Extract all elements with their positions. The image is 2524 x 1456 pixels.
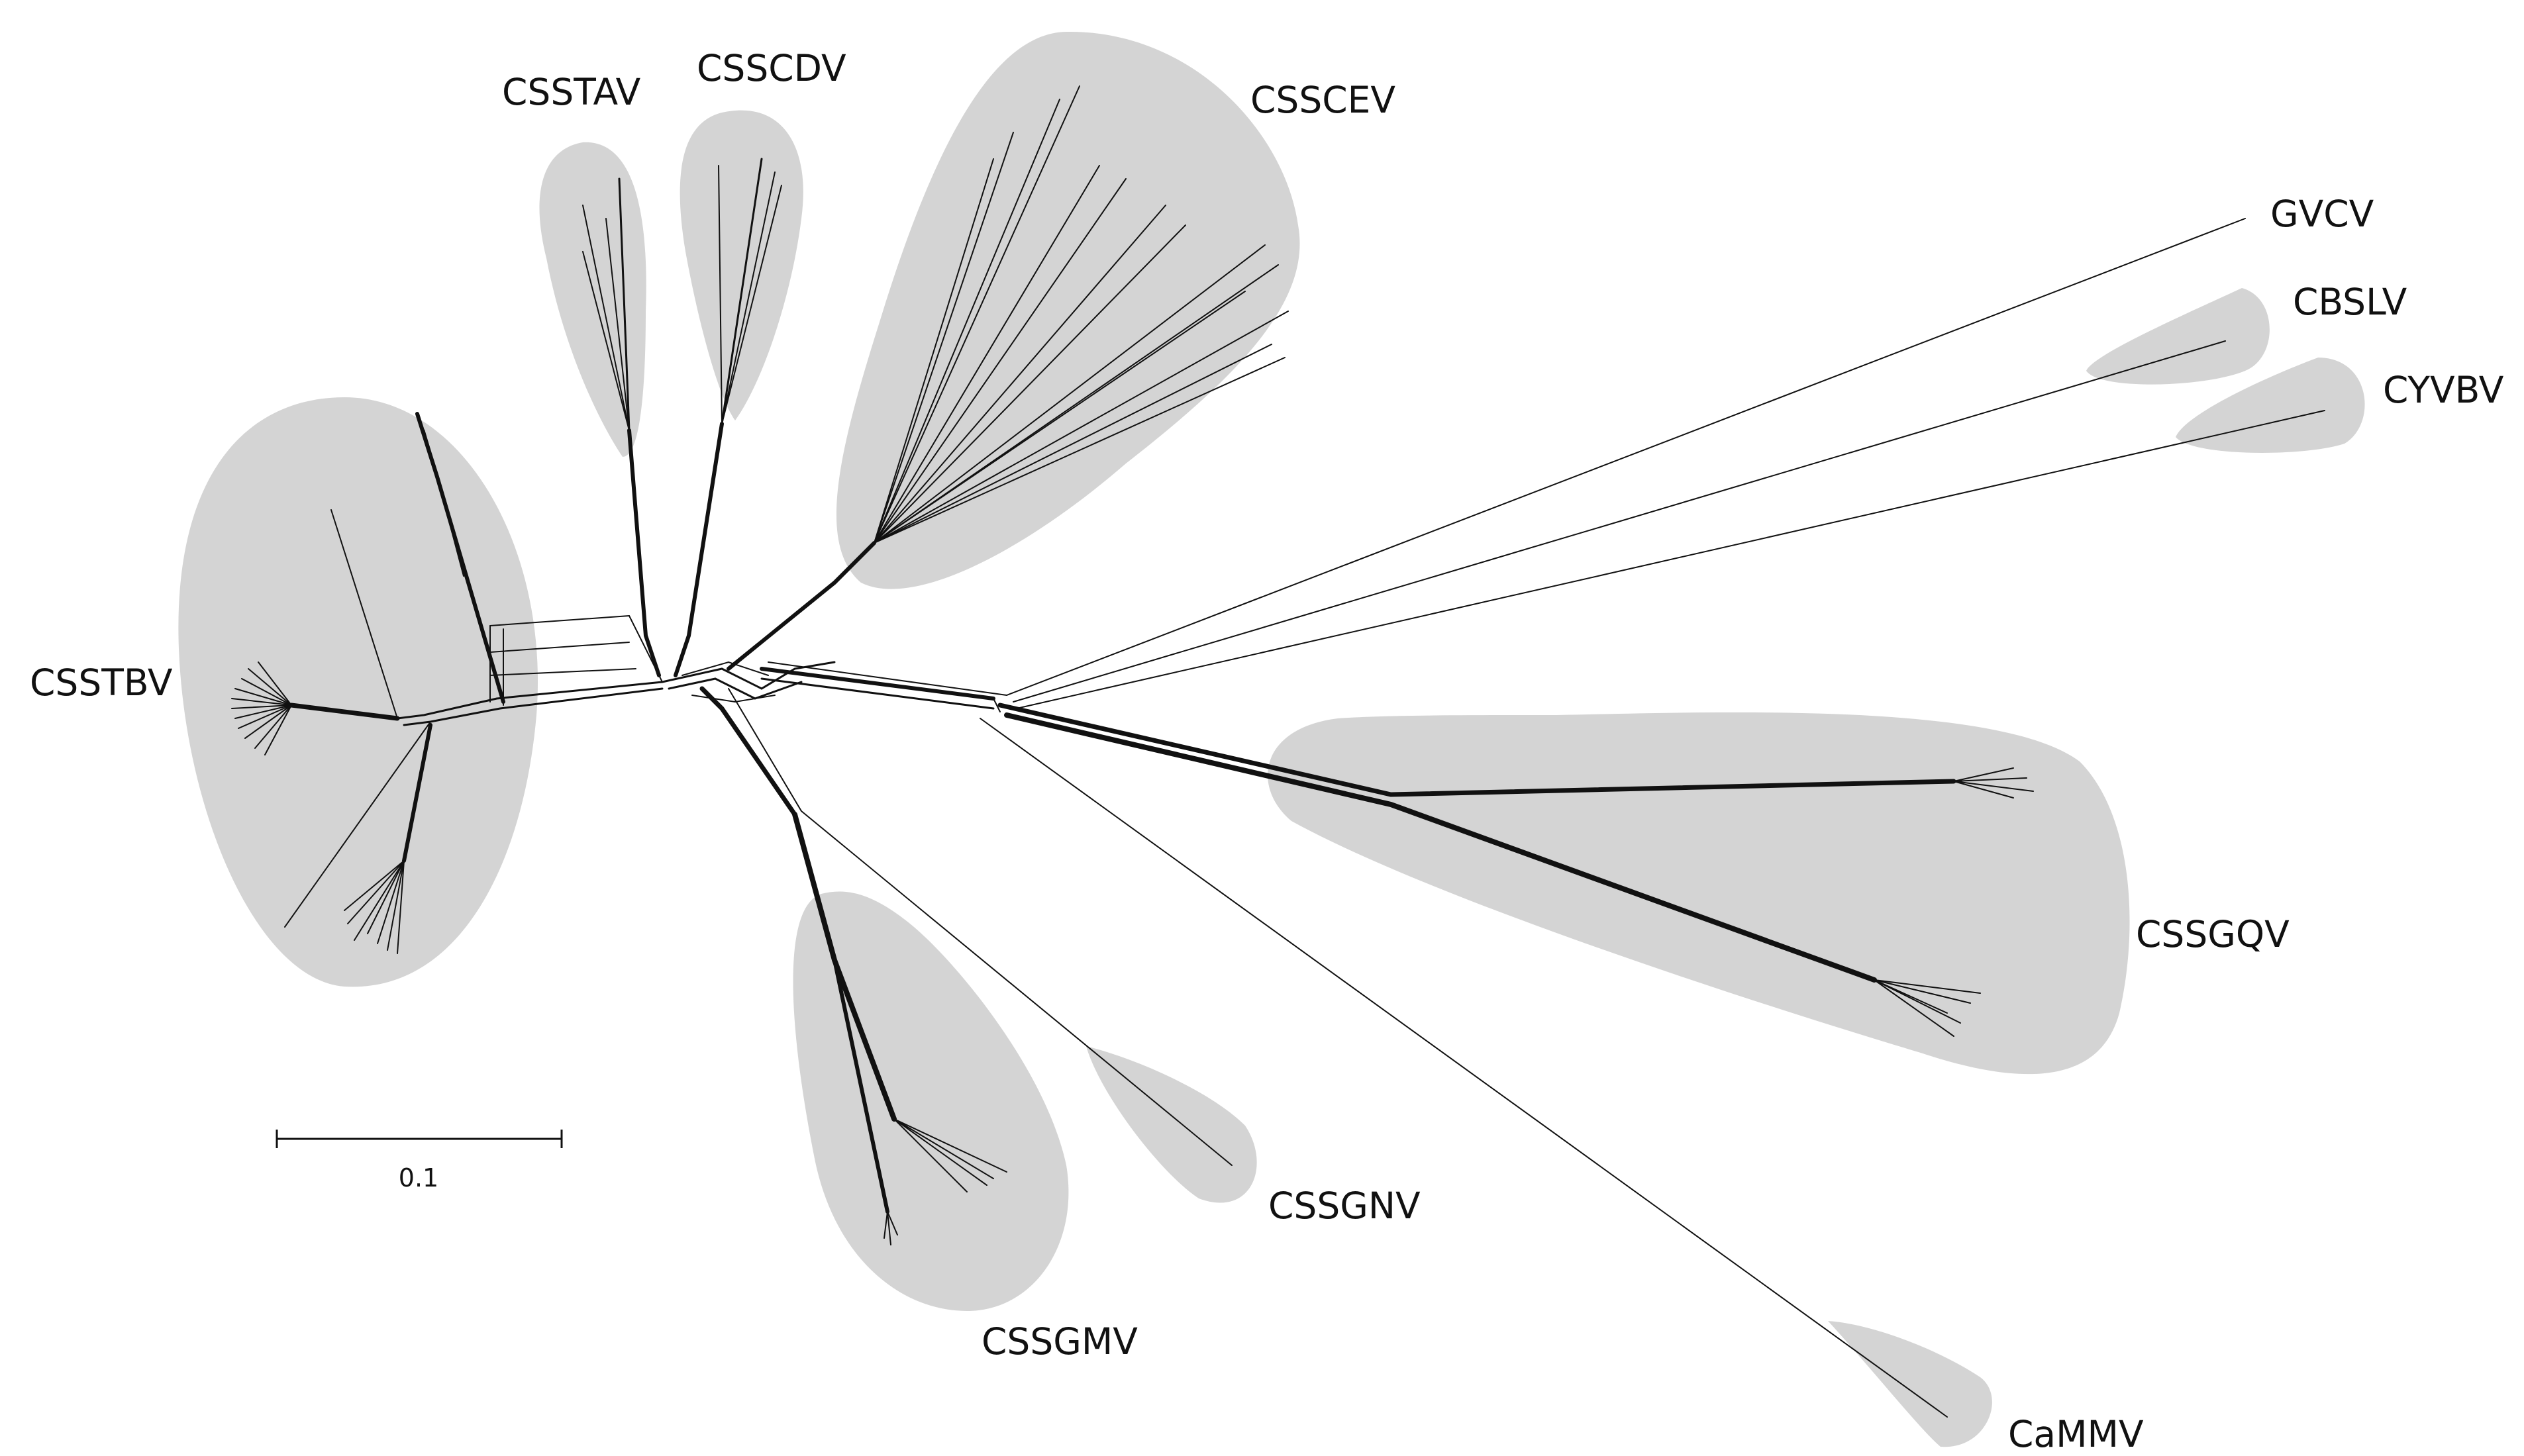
clade-label-cyvbv: CYVBV (2383, 369, 2504, 411)
clade-label-cssgmv: CSSGMV (982, 1320, 1138, 1363)
branches-cammv (980, 718, 1948, 1418)
clade-highlight-cssgmv (793, 891, 1069, 1311)
branches-cssgqv (997, 703, 2034, 1037)
clade-label-cssstbv: CSSTBV (30, 661, 173, 704)
branches-east-trunk (760, 667, 1001, 712)
clade-highlight-cyvbv (2176, 358, 2365, 453)
branches-gvcv-cbslv-cyvbv (768, 218, 2325, 709)
scale-bar-label: 0.1 (399, 1163, 438, 1192)
scale-bar: 0.1 (276, 1130, 563, 1192)
clade-highlight-csscev (836, 31, 1300, 589)
branches-south-trunk (699, 686, 1233, 1245)
branches-cssstbv (231, 412, 664, 954)
network-core (661, 661, 836, 703)
clade-highlight-cammv (1828, 1321, 1992, 1447)
clade-labels: CSSTBV CSSTAV CSSCDV CSSCEV GVCV CBSLV C… (30, 47, 2504, 1455)
clade-highlights (178, 31, 2365, 1447)
clade-label-cbslv: CBSLV (2293, 281, 2407, 323)
clade-highlight-cssgnv (1086, 1046, 1257, 1203)
clade-highlight-cssstbv (178, 397, 538, 987)
clade-label-cssgqv: CSSGQV (2136, 913, 2290, 955)
branches-csscdv (674, 158, 782, 677)
clade-label-csstav: CSSTAV (502, 71, 641, 113)
clade-label-gvcv: GVCV (2270, 193, 2374, 235)
branches-csscev (727, 85, 1289, 671)
clade-label-cssgnv: CSSGNV (1268, 1185, 1421, 1227)
branches-csstav (582, 177, 661, 677)
network-branches (231, 85, 2325, 1418)
clade-highlight-csstav (539, 142, 646, 457)
clade-highlight-cbslv (2086, 288, 2270, 385)
clade-label-cammv: CaMMV (2008, 1413, 2144, 1455)
clade-highlight-cssgqv (1268, 712, 2130, 1075)
clade-label-csscev: CSSCEV (1250, 79, 1395, 121)
clade-highlight-csscdv (680, 110, 803, 420)
clade-label-csscdv: CSSCDV (697, 47, 846, 89)
